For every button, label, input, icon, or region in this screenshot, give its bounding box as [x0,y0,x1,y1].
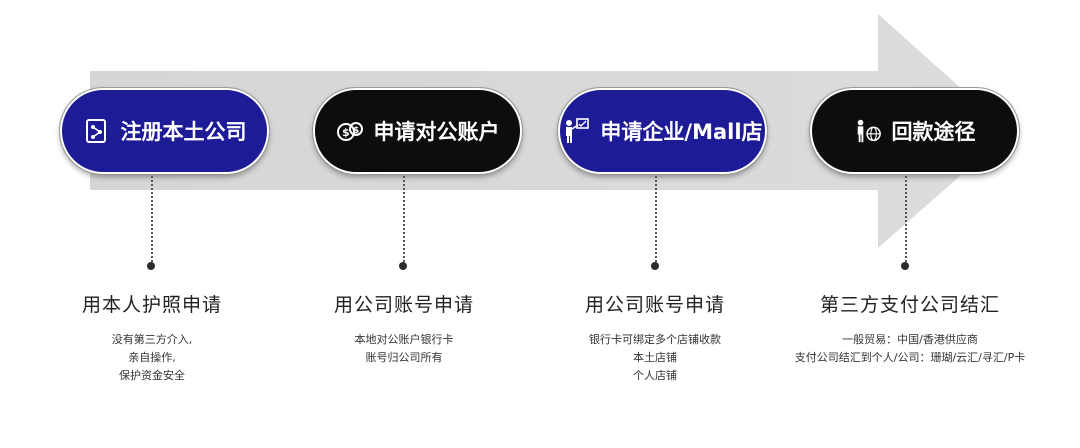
step-2-pill: $$ 申请对公账户 [312,87,523,175]
step-3-connector [655,176,657,266]
step-2-desc-line: 账号归公司所有 [365,351,443,364]
step-4-detail: 第三方支付公司结汇 一般贸易：中国/香港供应商 支付公司结汇到个人/公司：珊瑚/… [770,290,1050,367]
step-3-pill: 申请企业/Mall店 [557,87,768,175]
step-4-pill: 回款途径 [809,87,1020,175]
step-1-desc-line: 亲自操作, [128,351,176,364]
step-4-desc-line: 一般贸易：中国/香港供应商 [842,333,978,346]
step-2-desc-line: 本地对公账户银行卡 [354,333,454,346]
step-1-dot [147,262,155,270]
step-4-title: 第三方支付公司结汇 [819,294,1000,316]
svg-text:$: $ [353,126,359,136]
step-1-title: 用本人护照申请 [81,294,222,316]
step-3-detail: 用公司账号申请 银行卡可绑定多个店铺收款 本土店铺 个人店铺 [525,290,785,385]
step-4-label: 回款途径 [891,120,976,144]
step-2-dot [399,262,407,270]
step-3-desc-line: 银行卡可绑定多个店铺收款 [589,333,721,346]
step-2-detail: 用公司账号申请 本地对公账户银行卡 账号归公司所有 [274,290,534,367]
step-4-desc-line: 支付公司结汇到个人/公司：珊瑚/云汇/寻汇/P卡 [794,351,1026,364]
coins-icon: $$ [336,117,364,145]
step-1-label: 注册本土公司 [120,120,247,144]
step-3-title: 用公司账号申请 [584,294,725,316]
step-4-dot [901,262,909,270]
svg-text:$: $ [342,126,350,139]
step-2-label: 申请对公账户 [373,120,500,144]
step-4-connector [905,176,907,266]
step-2-connector [403,176,405,266]
step-1-desc-line: 没有第三方介入, [111,333,193,346]
step-1-detail: 用本人护照申请 没有第三方介入, 亲自操作, 保护资金安全 [22,290,282,385]
step-3-dot [651,262,659,270]
step-1-pill: 注册本土公司 [59,87,270,175]
step-1-desc-line: 保护资金安全 [119,369,185,382]
step-3-label: 申请企业/Mall店 [600,120,763,144]
step-1-connector [151,176,153,266]
document-network-icon [83,117,111,145]
step-3-desc-line: 本土店铺 [633,351,677,364]
presenter-board-icon [562,117,590,145]
step-3-desc-line: 个人店铺 [633,369,677,382]
person-globe-icon [854,117,882,145]
step-2-title: 用公司账号申请 [333,294,474,316]
